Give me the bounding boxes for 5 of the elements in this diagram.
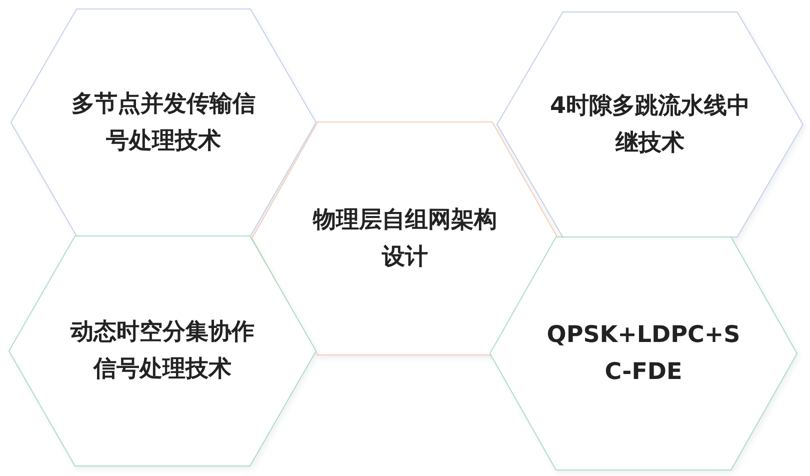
hexagon-label: QPSK+LDPC+SC-FDE	[546, 320, 742, 386]
hexagon-label: 动态时空分集协作信号处理技术	[69, 318, 256, 384]
hexagon-label: 多节点并发传输信号处理技术	[70, 90, 256, 156]
hexagon-label: 4时隙多跳流水线中继技术	[548, 92, 751, 158]
hexagon-label: 物理层自组网架构设计	[312, 206, 498, 272]
